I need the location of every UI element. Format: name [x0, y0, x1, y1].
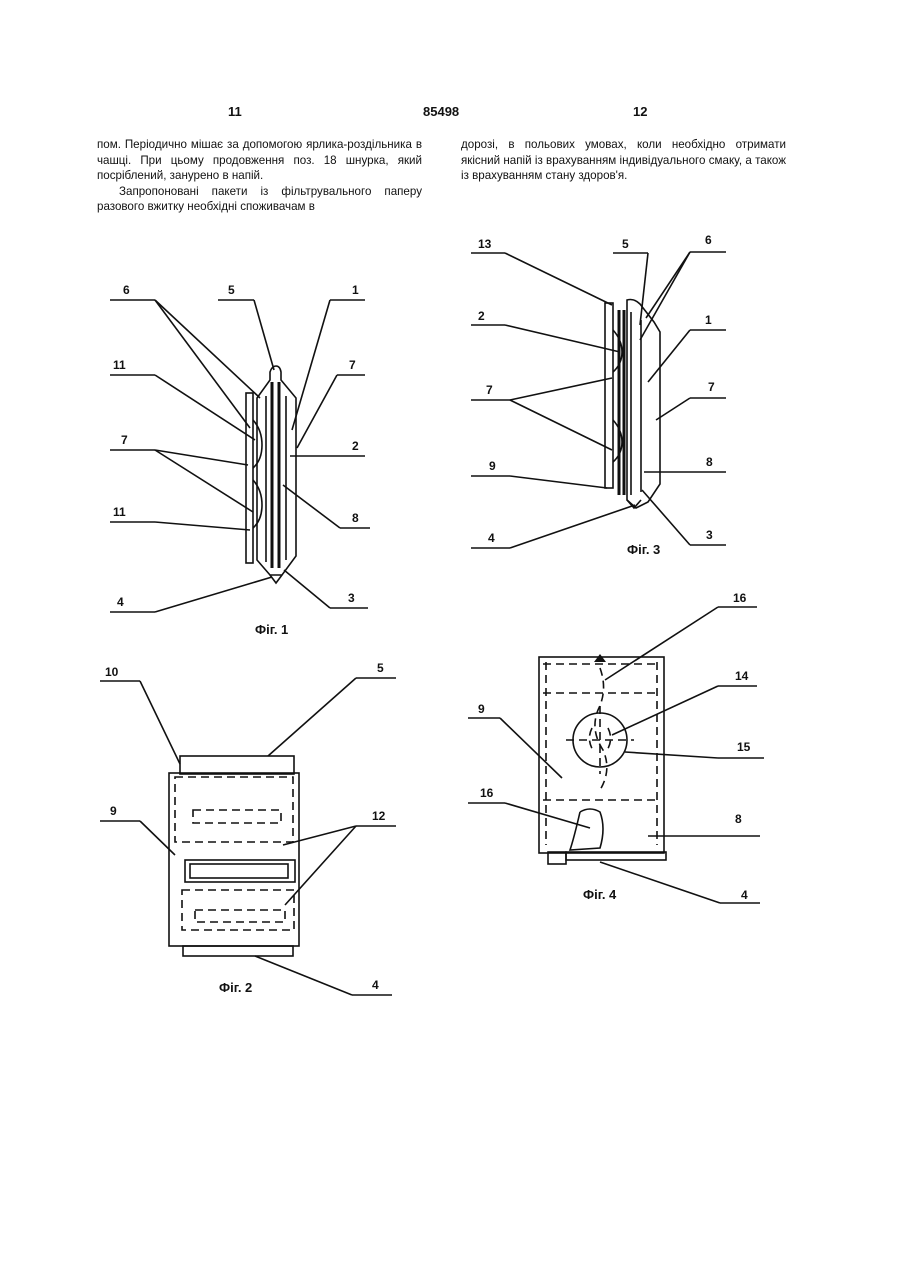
fig3-caption: Фіг. 3 [627, 542, 660, 557]
fig1-label-7a: 7 [349, 358, 356, 372]
fig1-label-3: 3 [348, 591, 355, 605]
fig4-label-15: 15 [737, 740, 751, 754]
fig4-label-9: 9 [478, 702, 485, 716]
fig2-label-4: 4 [372, 978, 379, 992]
fig2-label-5: 5 [377, 661, 384, 675]
fig3-label-6: 6 [705, 233, 712, 247]
fig4-label-4: 4 [741, 888, 748, 902]
fig3-label-7a: 7 [486, 383, 493, 397]
fig3-label-9: 9 [489, 459, 496, 473]
fig3-label-8: 8 [706, 455, 713, 469]
fig4-label-16b: 16 [480, 786, 494, 800]
fig4-label-14: 14 [735, 669, 749, 683]
fig4-label-8: 8 [735, 812, 742, 826]
fig1-label-1: 1 [352, 283, 359, 297]
fig2-caption: Фіг. 2 [219, 980, 252, 995]
figure-1: 6 5 1 11 7 2 7 11 8 4 3 Фіг. 1 [110, 283, 370, 637]
fig3-label-3: 3 [706, 528, 713, 542]
figure-2: 10 5 9 12 4 Фіг. 2 [100, 661, 396, 995]
fig1-label-2: 2 [352, 439, 359, 453]
fig2-label-9: 9 [110, 804, 117, 818]
fig1-label-11b: 11 [113, 505, 126, 519]
fig1-label-6: 6 [123, 283, 130, 297]
fig1-label-5: 5 [228, 283, 235, 297]
fig1-label-8: 8 [352, 511, 359, 525]
fig1-label-7b: 7 [121, 433, 128, 447]
fig2-label-12: 12 [372, 809, 386, 823]
fig1-label-4: 4 [117, 595, 124, 609]
figure-3: 13 5 6 2 1 7 7 9 8 4 3 Фіг. 3 [471, 233, 726, 557]
fig4-label-16a: 16 [733, 591, 747, 605]
figure-4: 16 14 9 15 16 8 4 Фіг. 4 [468, 591, 764, 903]
fig3-label-4: 4 [488, 531, 495, 545]
fig3-label-13: 13 [478, 237, 492, 251]
fig1-caption: Фіг. 1 [255, 622, 288, 637]
fig4-caption: Фіг. 4 [583, 887, 617, 902]
fig3-label-1: 1 [705, 313, 712, 327]
fig3-label-2: 2 [478, 309, 485, 323]
fig2-label-10: 10 [105, 665, 119, 679]
fig3-label-7b: 7 [708, 380, 715, 394]
fig1-label-11a: 11 [113, 358, 126, 372]
fig3-label-5: 5 [622, 237, 629, 251]
